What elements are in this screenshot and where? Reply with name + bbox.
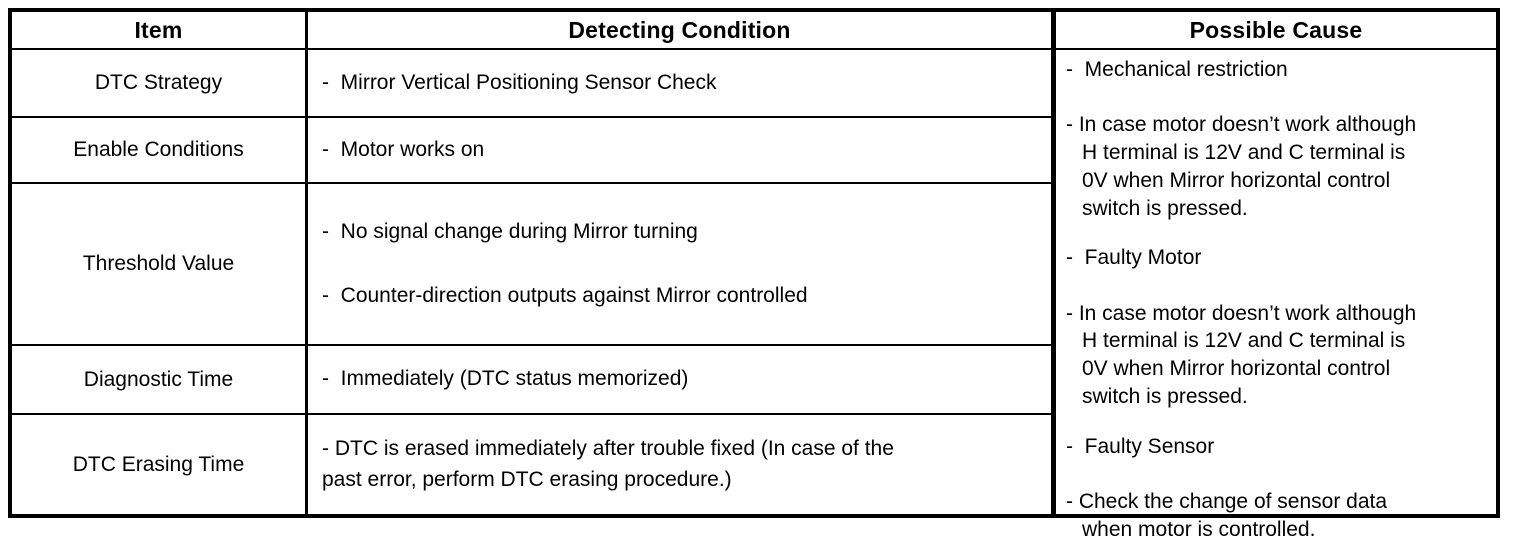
condition-line: - No signal change during Mirror turning xyxy=(322,219,698,243)
table-row-item-label: DTC Strategy xyxy=(94,71,223,94)
table-cell-detecting-condition: - No signal change during Mirror turning… xyxy=(308,184,1051,344)
table-cell-detecting-condition: - Motor works on xyxy=(308,118,1051,182)
table-cell-possible-cause: - Mechanical restriction - In case motor… xyxy=(1056,50,1496,541)
possible-cause-detail: - In case motor doesn’t work although H t… xyxy=(1066,84,1492,223)
possible-cause-heading: - Faulty Sensor xyxy=(1066,434,1215,458)
possible-cause-detail: - Check the change of sensor data when mo… xyxy=(1066,460,1492,543)
possible-cause-detail-first: - In case motor doesn’t work although xyxy=(1066,113,1417,137)
table-row-item-label: Enable Conditions xyxy=(73,138,244,161)
possible-cause-detail-first: - Check the change of sensor data xyxy=(1066,490,1388,514)
possible-cause-detail: - In case motor doesn’t work although H t… xyxy=(1066,272,1492,411)
table-row-item-label: Diagnostic Time xyxy=(83,367,234,391)
row-divider-4 xyxy=(12,413,1056,415)
possible-cause-group: - Faulty Sensor - Check the change of se… xyxy=(1066,433,1492,544)
condition-line: - DTC is erased immediately after troubl… xyxy=(322,437,894,491)
table-cell-detecting-condition: - DTC is erased immediately after troubl… xyxy=(308,415,1051,514)
possible-cause-heading: - Faulty Motor xyxy=(1066,246,1202,270)
row-divider-3 xyxy=(12,344,1056,346)
possible-cause-detail-rest: H terminal is 12V and C terminal is 0V w… xyxy=(1082,141,1406,220)
column-header-possible-cause: Possible Cause xyxy=(1189,16,1363,43)
column-header-item: Item xyxy=(134,16,183,43)
possible-cause-detail-rest: when motor is controlled. xyxy=(1082,517,1316,541)
condition-line: - Mirror Vertical Positioning Sensor Che… xyxy=(322,70,717,94)
condition-line: - Counter-direction outputs against Mirr… xyxy=(322,284,808,307)
table-cell-detecting-condition: - Mirror Vertical Positioning Sensor Che… xyxy=(308,50,1051,116)
column-divider-condition-cause xyxy=(1051,12,1056,514)
column-divider-item-condition xyxy=(305,12,308,514)
condition-line: - Motor works on xyxy=(322,137,485,161)
table-grid-lines xyxy=(12,12,1496,514)
row-divider-1 xyxy=(12,116,1056,118)
table-cell-detecting-condition: - Immediately (DTC status memorized) xyxy=(308,346,1051,413)
table-row-item-label: DTC Erasing Time xyxy=(72,452,245,476)
table-row-item-label: Threshold Value xyxy=(82,252,235,275)
condition-line: - Immediately (DTC status memorized) xyxy=(322,367,689,391)
column-header-detecting-condition: Detecting Condition xyxy=(568,16,791,43)
possible-cause-detail-rest: H terminal is 12V and C terminal is 0V w… xyxy=(1082,329,1406,408)
row-divider-2 xyxy=(12,182,1056,184)
possible-cause-group: - Faulty Motor - In case motor doesn’t w… xyxy=(1066,244,1492,410)
possible-cause-detail-first: - In case motor doesn’t work although xyxy=(1066,301,1417,325)
header-row-divider xyxy=(12,48,1496,50)
possible-cause-heading: - Mechanical restriction xyxy=(1066,58,1288,81)
possible-cause-group: - Mechanical restriction - In case motor… xyxy=(1066,56,1492,222)
dtc-diagnostic-table: Item Detecting Condition Possible Cause … xyxy=(8,8,1500,541)
